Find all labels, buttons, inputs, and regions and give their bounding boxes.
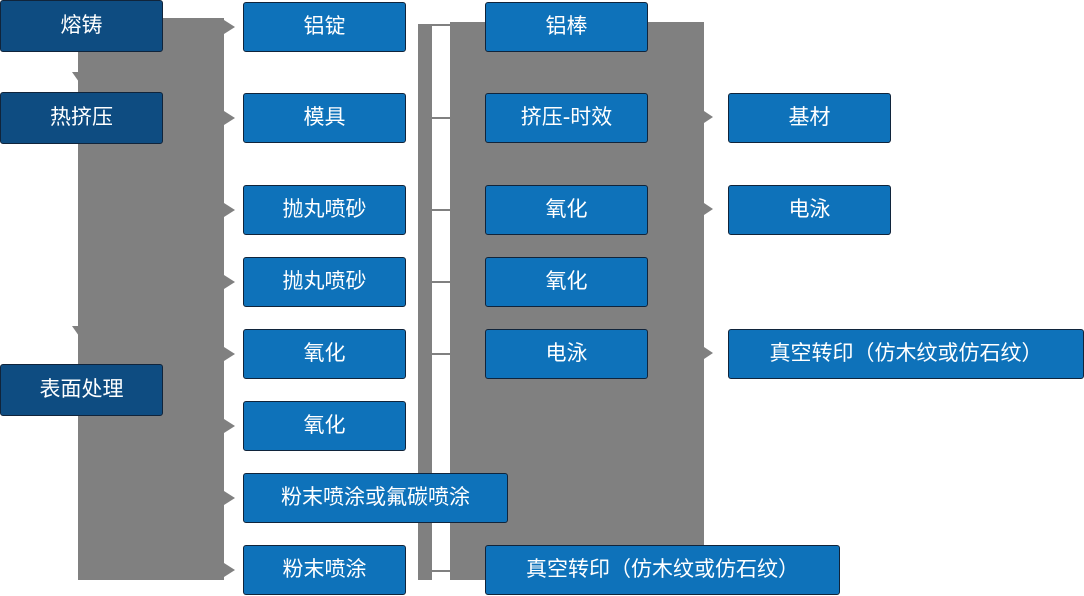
arrow-to-oxidation-2 [224, 419, 235, 433]
stage-box-smelting[interactable]: 熔铸 [0, 0, 163, 52]
connector-mid-thin-bar [418, 24, 432, 580]
rung-row-5 [430, 353, 454, 355]
process-box-aluminum-bar-label: 铝棒 [545, 14, 588, 39]
stage-box-surface-treatment[interactable]: 表面处理 [0, 364, 163, 416]
process-box-shotblast-1-label: 抛丸喷砂 [282, 197, 367, 222]
arrow-to-ingot [224, 20, 235, 34]
process-box-aluminum-bar[interactable]: 铝棒 [485, 2, 653, 56]
process-box-mold[interactable]: 模具 [243, 93, 411, 147]
process-box-shotblast-2-label: 抛丸喷砂 [282, 269, 367, 294]
arrow-down-smelt-to-extrude [72, 72, 86, 82]
process-box-vacuum-transfer-mid[interactable]: 真空转印（仿木纹或仿石纹） [485, 545, 845, 596]
process-box-electrophoresis-mid-label: 电泳 [545, 341, 588, 366]
process-box-oxidation-4[interactable]: 氧化 [485, 257, 653, 311]
stage-box-smelting-label: 熔铸 [60, 13, 103, 38]
process-box-oxidation-4-label: 氧化 [545, 269, 588, 294]
arrow-to-mold [224, 111, 235, 125]
stage-box-hot-extrusion-label: 热挤压 [50, 105, 113, 130]
output-box-vacuum-transfer-label: 真空转印（仿木纹或仿石纹） [769, 341, 1043, 366]
output-box-substrate-label: 基材 [788, 105, 831, 130]
process-box-powder-spray[interactable]: 粉末喷涂 [243, 545, 411, 596]
connector-left-bridge [78, 18, 224, 344]
process-box-oxidation-2-label: 氧化 [303, 413, 346, 438]
arrow-to-shotblast-1 [224, 203, 235, 217]
process-box-powder-or-fluorocarbon-spray[interactable]: 粉末喷涂或氟碳喷涂 [243, 473, 513, 527]
process-box-oxidation-3-label: 氧化 [545, 197, 588, 222]
arrow-to-oxidation-1 [224, 347, 235, 361]
rung-row-2 [430, 117, 454, 119]
output-box-vacuum-transfer[interactable]: 真空转印（仿木纹或仿石纹） [728, 329, 1084, 383]
output-box-substrate[interactable]: 基材 [728, 93, 896, 147]
arrow-to-powder-coating [224, 563, 235, 577]
arrow-to-vacuum-transfer [704, 347, 713, 359]
rung-row-4 [430, 281, 454, 283]
arrow-to-electrophoresis [704, 203, 713, 215]
arrow-down-extrude-to-surface [72, 326, 86, 336]
process-box-shotblast-2[interactable]: 抛丸喷砂 [243, 257, 411, 311]
process-box-extrusion-aging[interactable]: 挤压-时效 [485, 93, 653, 147]
process-box-oxidation-2[interactable]: 氧化 [243, 401, 411, 455]
output-box-electrophoresis[interactable]: 电泳 [728, 185, 896, 239]
process-box-oxidation-1[interactable]: 氧化 [243, 329, 411, 383]
process-box-electrophoresis-mid[interactable]: 电泳 [485, 329, 653, 383]
process-box-oxidation-1-label: 氧化 [303, 341, 346, 366]
process-box-mold-label: 模具 [303, 105, 346, 130]
rung-row-1 [430, 24, 454, 26]
stage-box-hot-extrusion[interactable]: 热挤压 [0, 92, 163, 144]
rung-row-6 [430, 570, 454, 572]
process-box-extrusion-aging-label: 挤压-时效 [520, 105, 613, 130]
process-box-aluminum-ingot[interactable]: 铝锭 [243, 2, 411, 56]
stage-box-surface-treatment-label: 表面处理 [39, 377, 124, 402]
rung-row-3 [430, 209, 454, 211]
arrow-to-shotblast-2 [224, 275, 235, 289]
process-box-vacuum-transfer-mid-label: 真空转印（仿木纹或仿石纹） [526, 557, 799, 582]
process-box-powder-or-fluorocarbon-spray-label: 粉末喷涂或氟碳喷涂 [281, 485, 470, 510]
process-box-shotblast-1[interactable]: 抛丸喷砂 [243, 185, 411, 239]
process-box-oxidation-3[interactable]: 氧化 [485, 185, 653, 239]
arrow-to-powder-or-fluorocarbon [224, 491, 235, 505]
process-box-aluminum-ingot-label: 铝锭 [303, 14, 346, 39]
connector-left-trunk-lower [178, 344, 224, 580]
connector-surface-stub [162, 389, 192, 392]
process-box-powder-spray-label: 粉末喷涂 [282, 557, 367, 582]
output-box-electrophoresis-label: 电泳 [788, 197, 831, 222]
arrow-to-substrate [704, 111, 713, 123]
